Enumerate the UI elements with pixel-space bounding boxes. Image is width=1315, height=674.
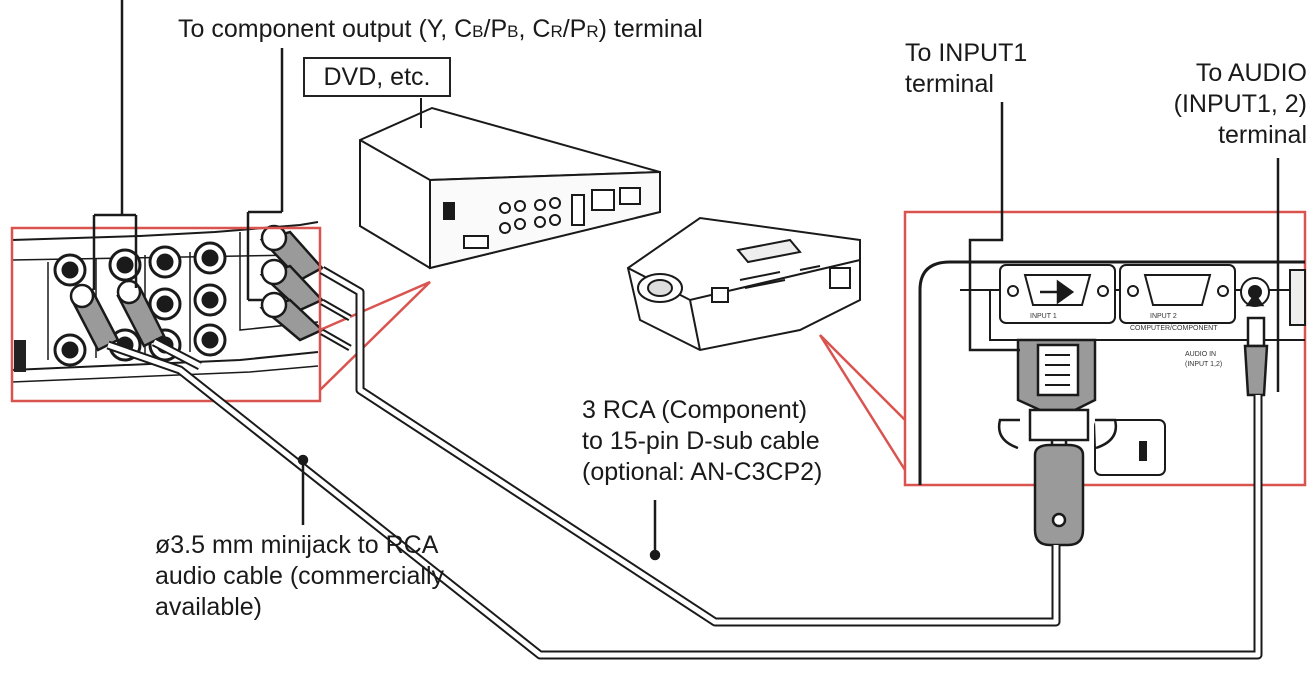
audio-rca-plugs <box>69 279 166 352</box>
port-audio-sublabel: (INPUT 1,2) <box>1185 361 1222 368</box>
component-rca-plugs <box>259 224 325 342</box>
audio-cable-line1: ø3.5 mm minijack to RCA <box>155 531 439 559</box>
cable-leader-lines <box>297 454 661 561</box>
port-input1-label: INPUT 1 <box>1030 313 1057 320</box>
audio-label-line2: (INPUT1, 2) <box>1173 90 1307 118</box>
dvd-label-pointer-line <box>420 98 422 128</box>
audio-cable-label: ø3.5 mm minijack to RCA audio cable (com… <box>155 530 444 623</box>
av-device-back-panel <box>11 210 325 400</box>
component-cable <box>319 266 1061 627</box>
port-labels: INPUT 1 INPUT 2 COMPUTER/COMPONENT AUDIO… <box>1030 313 1222 368</box>
rca-cable-line3: (optional: AN-C3CP2) <box>582 458 823 486</box>
right-leader-lines <box>968 102 1280 392</box>
input1-label-line2: terminal <box>905 70 994 98</box>
audio-cable <box>106 338 1263 660</box>
component-leader-lines <box>92 0 284 302</box>
rca-cable-line1: 3 RCA (Component) <box>582 396 808 424</box>
rca-cable-label: 3 RCA (Component) to 15-pin D-sub cable … <box>582 395 822 488</box>
audio-cable-line3: available) <box>155 593 263 621</box>
dvd-player <box>359 106 661 270</box>
rca-cable-line2: to 15-pin D-sub cable <box>582 427 820 455</box>
projector <box>626 216 861 352</box>
audio-label-line1: To AUDIO <box>1195 59 1307 87</box>
component-output-label: To component output (Y, CB/PB, CR/PR) te… <box>178 15 703 43</box>
port-input2-sublabel: COMPUTER/COMPONENT <box>1130 325 1218 332</box>
port-audio-label: AUDIO IN <box>1185 351 1216 358</box>
audio-cable-line2: audio cable (commercially <box>155 562 445 590</box>
right-callout-pointer <box>818 334 907 471</box>
dvd-label: DVD, etc. <box>303 57 451 97</box>
left-callout-frame <box>10 226 322 403</box>
audio-label-line3: terminal <box>1218 121 1307 149</box>
port-input2-label: INPUT 2 <box>1150 313 1177 320</box>
audio-terminal-label: To AUDIO (INPUT1, 2) terminal <box>1174 58 1307 151</box>
dsub-plug <box>997 279 1118 547</box>
minijack-plug <box>1243 292 1269 397</box>
input1-terminal-label: To INPUT1 terminal <box>905 38 1027 100</box>
rca-jacks <box>53 241 227 367</box>
left-callout-pointer <box>319 280 431 391</box>
input1-label-line1: To INPUT1 <box>905 39 1028 67</box>
